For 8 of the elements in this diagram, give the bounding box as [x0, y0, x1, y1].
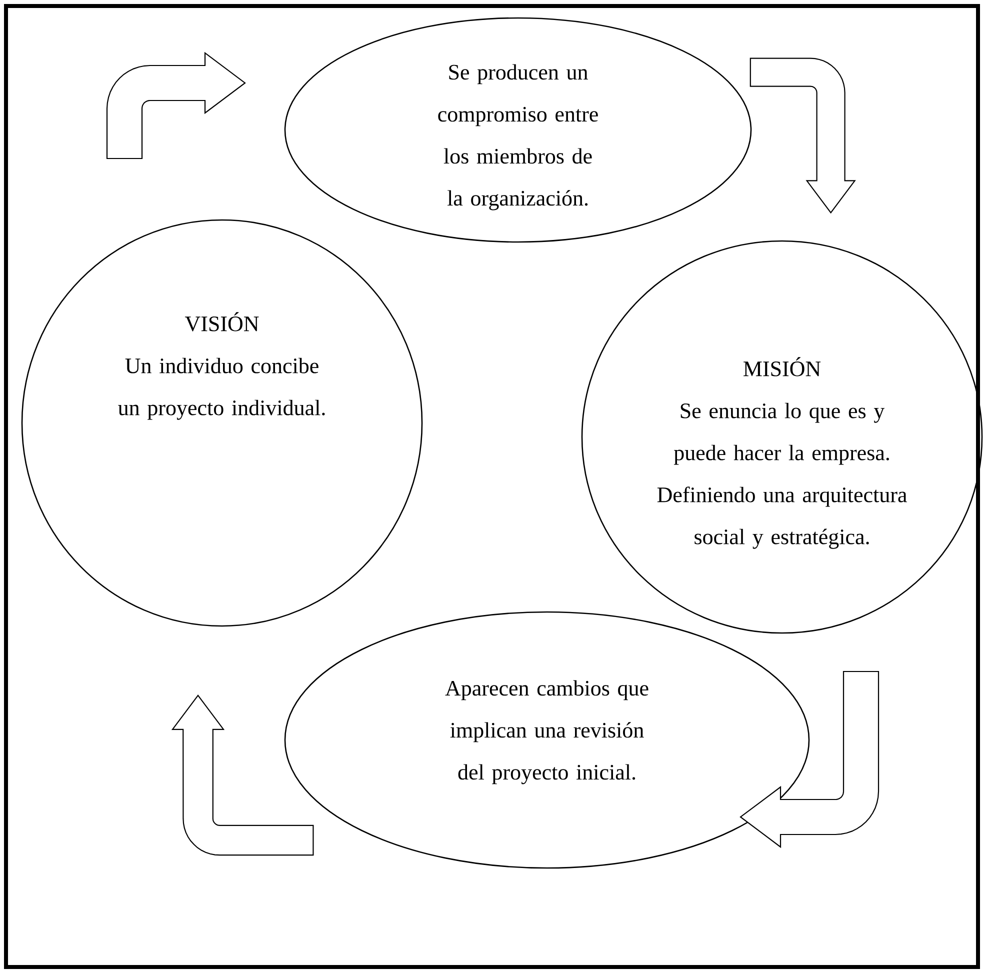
circle-bubble: MISIÓN Se enuncia lo que es y puede hacer la empresa. Definiendo una arquitectura social y estratégica.: [581, 240, 983, 634]
block-arrow: [750, 58, 856, 214]
oval-bubble: Aparecen cambios que implican una revisión del proyecto inicial.: [284, 611, 810, 869]
oval-bubble: Se producen un compromiso entre los miembros de la organización.: [284, 17, 752, 243]
block-arrow: [106, 52, 246, 160]
block-arrow: [740, 670, 880, 848]
block-arrow: [171, 694, 314, 856]
circle-bubble: VISIÓN Un individuo concibe un proyecto individual.: [21, 219, 423, 627]
